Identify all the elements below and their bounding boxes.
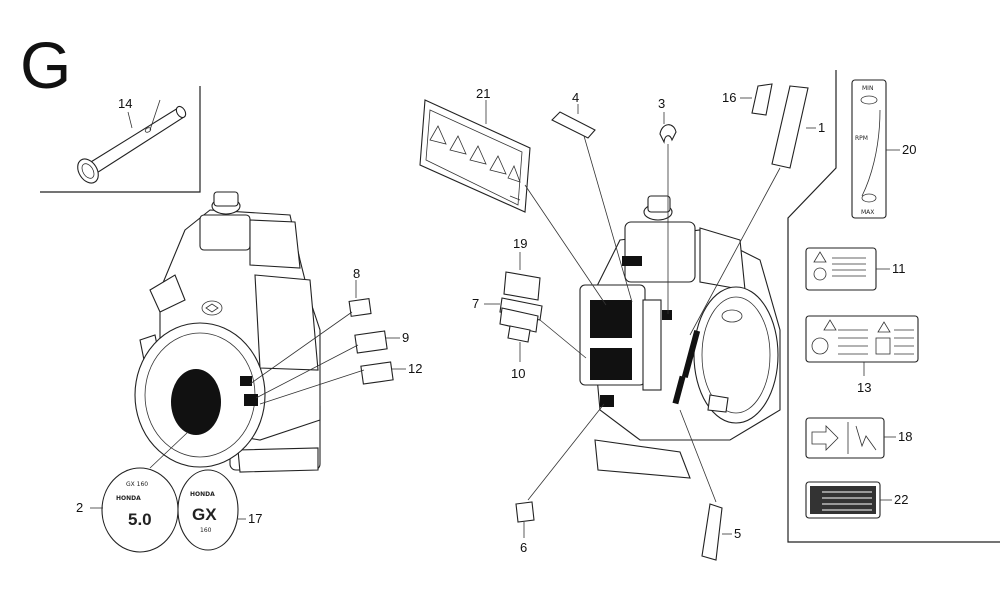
decal-6: 6 <box>515 403 605 555</box>
right-panel: MIN RPM MAX 20 11 <box>787 70 1000 543</box>
callout-22: 22 <box>894 492 908 507</box>
svg-text:GX: GX <box>192 505 217 524</box>
svg-text:HONDA: HONDA <box>190 491 215 498</box>
decal-9: 9 <box>255 330 409 399</box>
decal-5: 5 <box>679 409 741 561</box>
section-letter: G <box>20 28 71 102</box>
callout-8: 8 <box>353 266 360 281</box>
decal-10: 10 <box>507 325 531 381</box>
callout-5: 5 <box>734 526 741 541</box>
callout-9: 9 <box>402 330 409 345</box>
decal-11: 11 <box>805 247 906 291</box>
decal-13: 13 <box>805 315 919 395</box>
decal-22: 22 <box>805 481 908 519</box>
callout-4: 4 <box>572 90 579 105</box>
callout-19: 19 <box>513 236 527 251</box>
decal-21: 21 <box>419 86 607 306</box>
callout-20: 20 <box>902 142 916 157</box>
decal-1: 1 <box>689 85 825 336</box>
callout-7: 7 <box>472 296 479 311</box>
svg-text:MAX: MAX <box>861 209 874 216</box>
callout-1: 1 <box>818 120 825 135</box>
callout-18: 18 <box>898 429 912 444</box>
throttle-decal-20: MIN RPM MAX 20 <box>851 79 916 219</box>
tool-14-group: 14 <box>40 86 201 193</box>
recoil-emblem-area <box>171 369 221 435</box>
callout-2: 2 <box>76 500 83 515</box>
decal-7: 7 <box>472 296 587 359</box>
decal-16: 16 <box>722 83 773 116</box>
svg-text:GX 160: GX 160 <box>126 481 148 488</box>
callout-6: 6 <box>520 540 527 555</box>
decal-18: 18 <box>805 417 912 459</box>
svg-text:RPM: RPM <box>855 135 868 142</box>
callout-16: 16 <box>722 90 736 105</box>
left-engine <box>134 191 321 473</box>
decal-8: 8 <box>249 266 372 385</box>
callout-11: 11 <box>892 261 906 276</box>
callout-14: 14 <box>118 96 132 111</box>
svg-text:MIN: MIN <box>862 85 873 92</box>
callout-17: 17 <box>248 511 262 526</box>
spark-plug-wrench <box>77 99 187 184</box>
warning-triangles <box>429 125 521 183</box>
decal-4: 4 <box>551 90 633 303</box>
svg-text:5.0: 5.0 <box>128 510 152 529</box>
decal-19: 19 <box>503 236 541 301</box>
callout-13: 13 <box>857 380 871 395</box>
callout-10: 10 <box>511 366 525 381</box>
svg-text:160: 160 <box>200 527 212 534</box>
callout-12: 12 <box>408 361 422 376</box>
decal-12: 12 <box>259 361 422 405</box>
emblem-17: HONDA GX 160 17 <box>177 469 262 551</box>
right-engine <box>579 195 781 479</box>
svg-text:HONDA: HONDA <box>116 495 141 502</box>
decal-3: 3 <box>658 96 677 314</box>
emblem-2: GX 160 HONDA 5.0 2 <box>76 431 189 553</box>
callout-3: 3 <box>658 96 665 111</box>
callout-21: 21 <box>476 86 490 101</box>
